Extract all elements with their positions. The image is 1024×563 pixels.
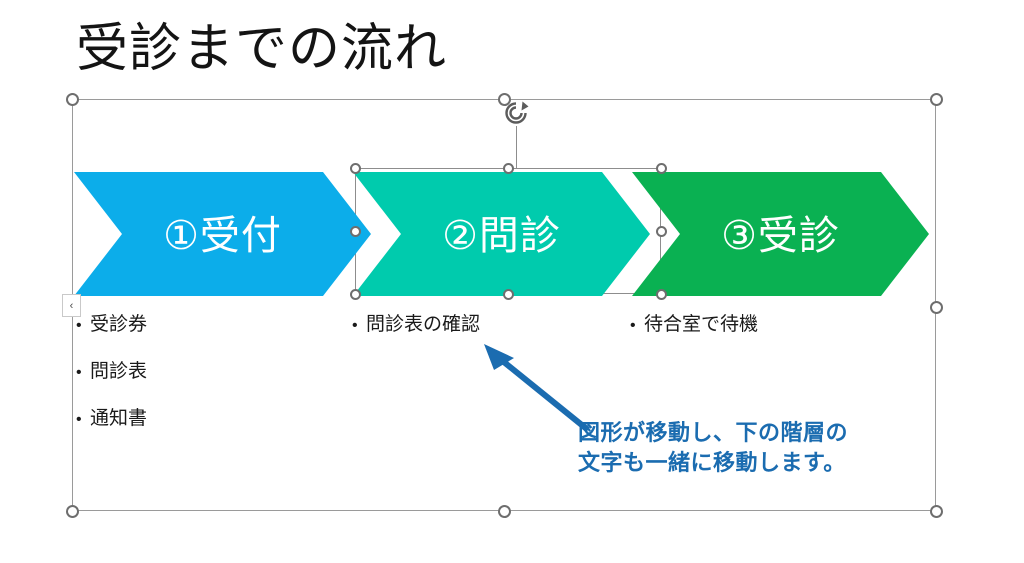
list-item-label: 待合室で待機 <box>644 314 759 335</box>
rotate-handle-stem <box>516 126 517 168</box>
resize-handle-top-left[interactable] <box>65 92 79 106</box>
annotation-line-1: 図形が移動し、下の階層の <box>578 420 849 445</box>
bullet-list-2: • 問診表の確認 <box>352 312 480 337</box>
bullet-dot-icon: • <box>352 317 358 334</box>
list-item[interactable]: • 問診表の確認 <box>352 312 480 337</box>
resize-handle-bottom-right[interactable] <box>929 504 943 518</box>
list-item[interactable]: • 問診表 <box>76 359 147 384</box>
shape-handle-bottom-right[interactable] <box>655 288 667 300</box>
shape-handle-middle-right[interactable] <box>655 225 667 237</box>
list-item[interactable]: • 受診券 <box>76 312 147 337</box>
arrow-up-left-icon <box>470 336 600 436</box>
text-pane-toggle-button[interactable]: ‹ <box>62 294 81 317</box>
rotate-icon[interactable] <box>501 98 531 128</box>
list-item[interactable]: • 待合室で待機 <box>630 312 758 337</box>
page-title: 受診までの流れ <box>76 20 448 78</box>
list-item-label: 問診表の確認 <box>366 314 481 335</box>
resize-handle-bottom-center[interactable] <box>497 504 511 518</box>
smartart-step-2-label: ②問診 <box>442 214 561 258</box>
list-item-label: 通知書 <box>90 408 148 429</box>
smartart-step-1-label: ①受付 <box>163 214 282 258</box>
resize-handle-middle-right[interactable] <box>929 300 943 314</box>
bullet-list-1: • 受診券 • 問診表 • 通知書 <box>76 312 147 431</box>
shape-handle-top-center[interactable] <box>502 162 514 174</box>
smartart-step-1[interactable]: ①受付 <box>74 172 371 296</box>
resize-handle-bottom-left[interactable] <box>65 504 79 518</box>
resize-handle-top-right[interactable] <box>929 92 943 106</box>
smartart-step-3[interactable]: ③受診 <box>632 172 929 296</box>
bullet-dot-icon: • <box>630 317 636 334</box>
smartart-step-2[interactable]: ②問診 <box>353 172 650 296</box>
annotation-line-2: 文字も一緒に移動します。 <box>578 450 846 475</box>
list-item-label: 受診券 <box>90 314 148 335</box>
shape-handle-bottom-left[interactable] <box>349 288 361 300</box>
list-item[interactable]: • 通知書 <box>76 406 147 431</box>
list-item-label: 問診表 <box>90 361 148 382</box>
shape-handle-top-right[interactable] <box>655 162 667 174</box>
smartart-step-3-label: ③受診 <box>721 214 840 258</box>
bullet-dot-icon: • <box>76 364 82 381</box>
shape-handle-middle-left[interactable] <box>349 225 361 237</box>
shape-handle-top-left[interactable] <box>349 162 361 174</box>
resize-handle-top-center[interactable] <box>497 92 511 106</box>
bullet-list-3: • 待合室で待機 <box>630 312 758 337</box>
bullet-dot-icon: • <box>76 411 82 428</box>
annotation-text: 図形が移動し、下の階層の 文字も一緒に移動します。 <box>578 418 848 478</box>
shape-handle-bottom-center[interactable] <box>502 288 514 300</box>
bullet-dot-icon: • <box>76 317 82 334</box>
